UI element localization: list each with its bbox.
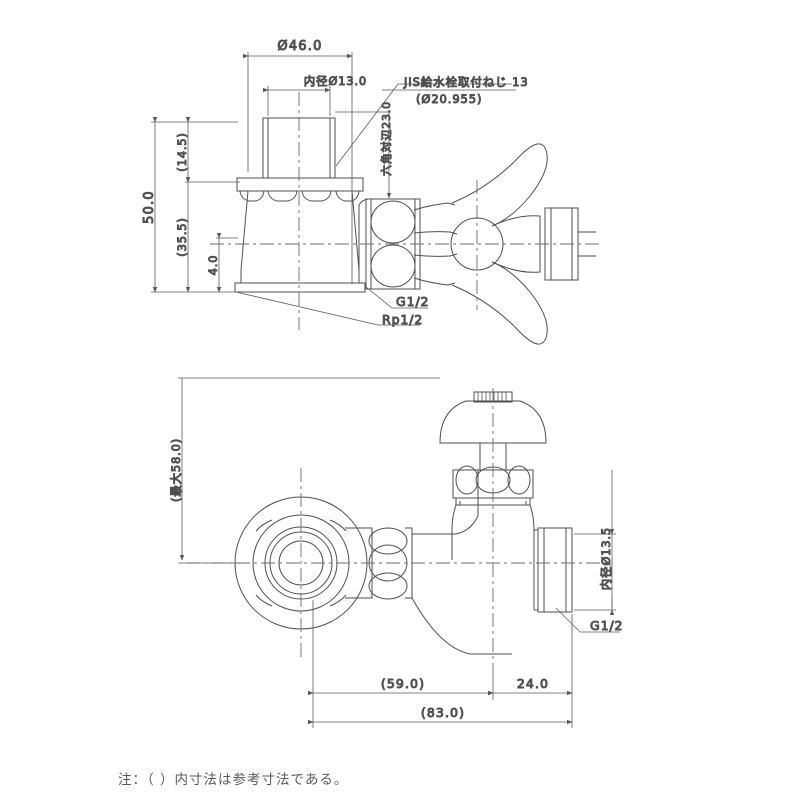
top-view-dimensions: [151, 52, 516, 326]
top-view-geometry: [210, 92, 600, 345]
callout-outlet-thread-top: G1/2: [396, 294, 429, 309]
dim-overall-length-ref: (83.0): [421, 705, 465, 720]
dim-flange-thickness: 4.0: [206, 255, 220, 276]
callout-outlet-thread-bottom: G1/2: [590, 618, 623, 633]
bottom-view-dimensions: [178, 377, 620, 728]
drawing-note: 注：（ ）内寸法は参考寸法である。: [118, 772, 349, 788]
bottom-view-geometry: [234, 391, 573, 655]
callout-inlet-thread: Rp1/2: [382, 312, 423, 327]
center-line-bottom-view: [186, 388, 612, 664]
dim-inner-diameter: 内径Ø13.0: [304, 74, 367, 88]
dim-outlet-inner-diameter: 内径Ø13.5: [599, 527, 613, 590]
dim-max-height: (最大58.0): [169, 438, 183, 502]
dim-body-length-ref: (59.0): [381, 676, 425, 691]
dim-lower-height-ref: (35.5): [175, 217, 189, 256]
callout-jis-thread: JIS給水栓取付ねじ 13: [403, 75, 529, 89]
bottom-view-dimension-labels: (最大58.0) 内径Ø13.5 (59.0) 24.0 (83.0) G1/2: [169, 438, 624, 721]
dim-outlet-length: 24.0: [517, 676, 549, 691]
dim-hex-across-flats: 六角対辺23.0: [379, 101, 393, 176]
dim-flange-diameter: Ø46.0: [277, 39, 322, 54]
callout-jis-thread-sub: (Ø20.955): [416, 92, 482, 106]
dim-upper-height-ref: (14.5): [175, 132, 189, 171]
dim-overall-height: 50.0: [142, 190, 157, 224]
center-line-top-view: [210, 92, 600, 330]
top-view-dimension-labels: Ø46.0 内径Ø13.0 六角対辺23.0 50.0 (14.5) (35.5…: [142, 39, 529, 328]
